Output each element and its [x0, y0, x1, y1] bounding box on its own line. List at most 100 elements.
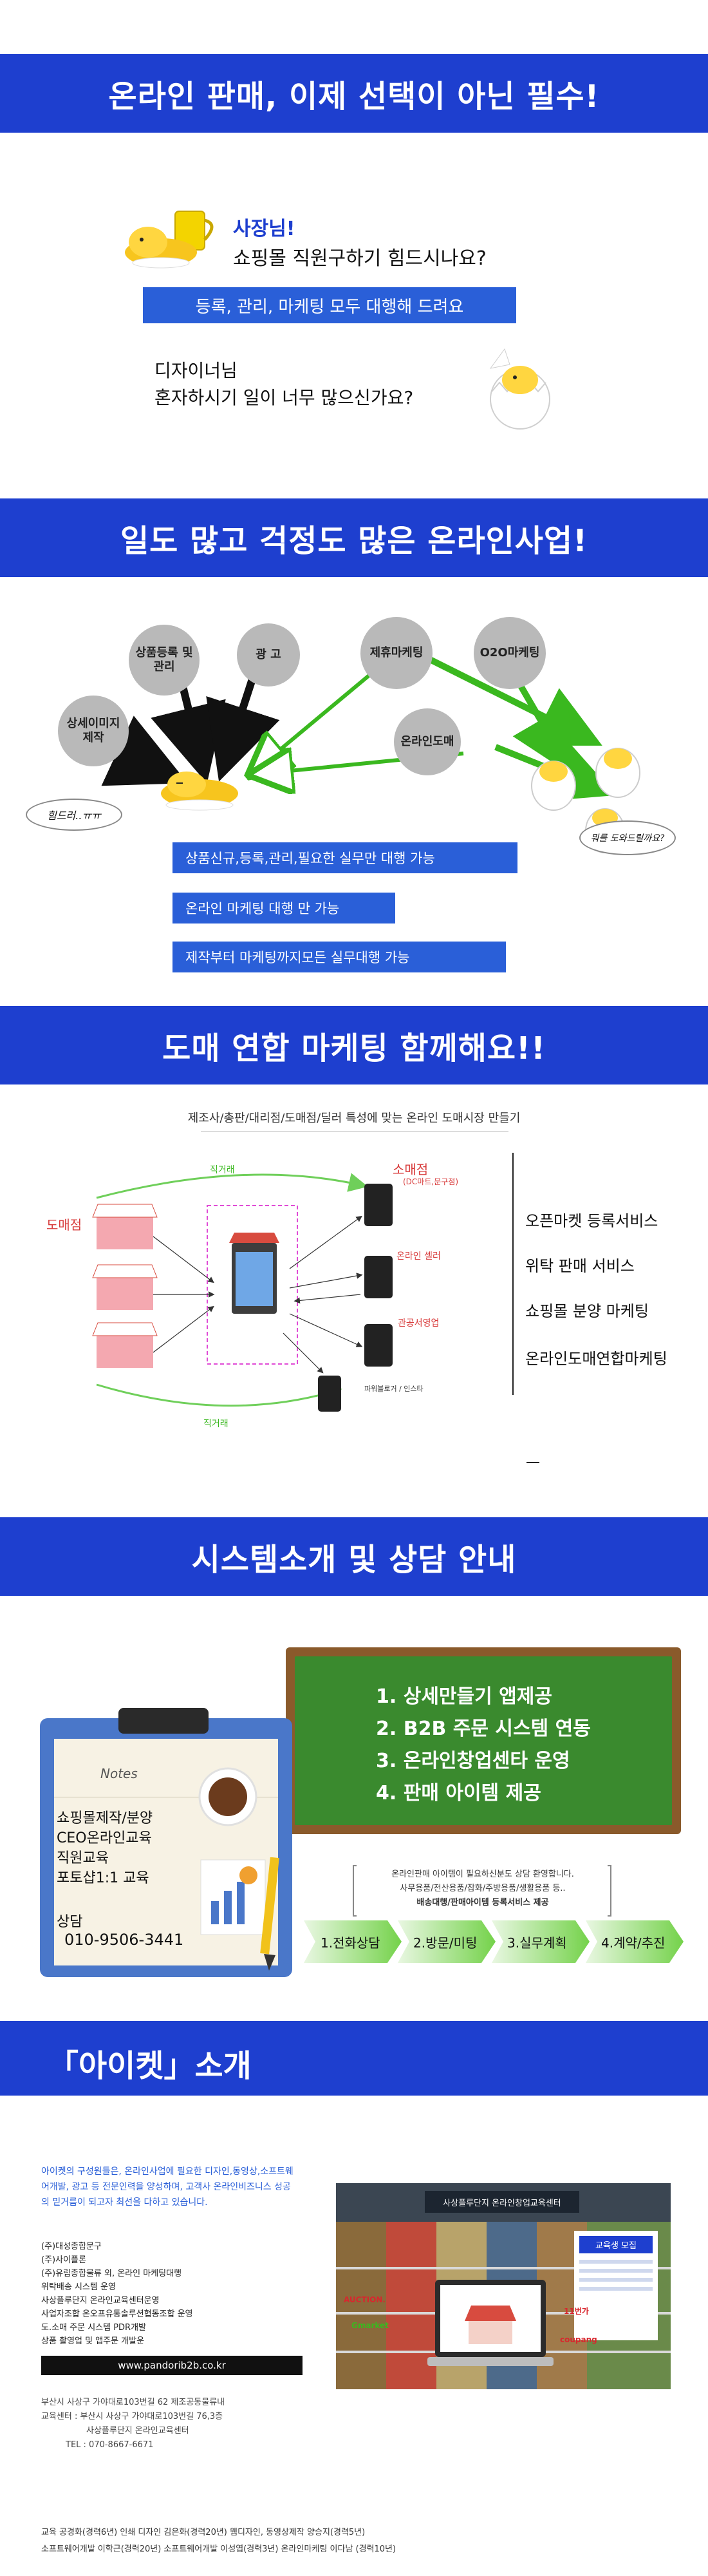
banner-wholesale-marketing: 도매 연합 마케팅 함께해요!! — [0, 1006, 708, 1084]
note-line-4: 포토샵1:1 교육 — [57, 1870, 149, 1886]
label-power-blogger: 파워블로거 / 인스타 — [364, 1385, 424, 1393]
label-online-seller: 온라인 셀러 — [396, 1251, 441, 1262]
label-direct-bottom: 직거래 — [203, 1419, 228, 1429]
icat-intro-text: 아이켓의 구성원들은, 온라인사업에 필요한 디자인,동영상,소프트웨어개발, … — [41, 2166, 293, 2208]
address-line-3: 사상플루단지 온라인교육센터 — [86, 2426, 189, 2436]
service-pill: 등록, 관리, 마케팅 모두 대행해 드려요 — [143, 287, 516, 323]
info-bracket-left — [353, 1865, 357, 1917]
staff-line-1: 교육 공경화(경력6년) 인쇄 디자인 김은화(경력20년) 웹디자인, 동영상… — [41, 2528, 366, 2537]
chart-paper-icon — [200, 1859, 266, 1935]
photo-sign: 사상플루단지 온라인창업교육센터 — [425, 2191, 579, 2213]
designer-line-1: 디자이너님 — [154, 360, 238, 381]
wholesale-subtitle: 제조사/총판/대리점/도매점/딜러 특성에 맞는 온라인 도매시장 만들기 — [187, 1112, 521, 1125]
chalkboard: 1. 상세만들기 앱제공 2. B2B 주문 시스템 연동 3. 온라인창업센타… — [286, 1647, 681, 1834]
note-line-1: 쇼핑몰제작/분양 — [57, 1810, 153, 1826]
label-wholesaler: 도매점 — [46, 1217, 82, 1233]
banner-title: 도매 연합 마케팅 함께해요!! — [162, 1030, 546, 1066]
process-steps: 1.전화상담 2.방문/미팅 3.실무계획 4.계약/추진 — [304, 1920, 684, 1963]
subtitle-underline — [201, 1131, 508, 1132]
services-dash — [526, 1462, 539, 1463]
board-item-1: 1. 상세만들기 앱제공 — [376, 1685, 552, 1708]
option-pill-2: 온라인 마케팅 대행 만 가능 — [172, 893, 395, 923]
info-bracket-right — [608, 1865, 611, 1917]
address-line-2: 교육센터 : 부산시 사상구 가야대로103번길 76,3층 — [41, 2412, 223, 2421]
education-center-photo: 사상플루단지 온라인창업교육센터 교육생 모집 — [336, 2183, 671, 2389]
circle-online-wholesale: 온라인도매 — [394, 708, 461, 775]
banner-title: 온라인 판매, 이제 선택이 아닌 필수! — [108, 79, 600, 115]
service-item-1: 오픈마켓 등록서비스 — [525, 1212, 658, 1230]
org-item: (주)유림종합물류 외, 온라인 마케팅대행 — [41, 2269, 182, 2278]
staff-line-2: 소프트웨어개발 이학근(경력20년) 소프트웨어개발 이성엽(경력3년) 온라인… — [41, 2544, 396, 2554]
laptop-illustration — [427, 2280, 554, 2366]
board-item-3: 3. 온라인창업센타 운영 — [376, 1750, 570, 1772]
address-tel: TEL : 070-8667-6671 — [66, 2440, 154, 2450]
greet-title: 사장님! — [233, 218, 295, 240]
banner-online-business: 일도 많고 걱정도 많은 온라인사업! — [0, 498, 708, 577]
staff-list: 교육 공경화(경력6년) 인쇄 디자인 김은화(경력20년) 웹디자인, 동영상… — [41, 2524, 396, 2558]
speech-bubble-left: 힘드러..ㅠㅠ — [26, 799, 122, 831]
option-pill-1: 상품신규,등록,관리,필요한 실무만 대행 가능 — [172, 842, 517, 873]
org-item: (주)사이플론 — [41, 2255, 86, 2265]
logo-gmarket: Gmarket — [351, 2321, 389, 2330]
circle-product-registration: 상품등록 및 관리 — [129, 625, 200, 696]
note-line-3: 직원교육 — [57, 1850, 109, 1866]
logo-auction: AUCTION. — [344, 2295, 386, 2304]
org-list: (주)대성종합문구 (주)사이플론 (주)유림종합물류 외, 온라인 마케팅대행… — [41, 2240, 193, 2348]
address-line-1: 부산시 사상구 가야대로103번길 62 제조공동물류내 — [41, 2398, 225, 2407]
service-item-3: 쇼핑몰 분양 마케팅 — [525, 1302, 649, 1320]
org-item: 상품 촬영업 및 앱주문 개발운 — [41, 2336, 145, 2346]
coffee-cup-icon — [198, 1767, 257, 1826]
duck-egg-illustration — [489, 348, 550, 430]
tired-duck-illustration — [161, 772, 238, 811]
pencil-icon — [260, 1857, 279, 1971]
step-1: 1.전화상담 — [321, 1935, 380, 1951]
step-3: 3.실무계획 — [507, 1935, 567, 1951]
circle-advertising: 광 고 — [237, 623, 300, 687]
service-item-2: 위탁 판매 서비스 — [525, 1257, 635, 1275]
board-item-4: 4. 판매 아이템 제공 — [376, 1782, 541, 1804]
logo-coupang: coupang — [560, 2335, 597, 2344]
label-direct-top: 직거래 — [210, 1165, 235, 1175]
address-block: 부산시 사상구 가야대로103번길 62 제조공동물류내 교육센터 : 부산시 … — [41, 2396, 225, 2452]
clipboard-clip — [118, 1708, 209, 1734]
banner-title: 시스템소개 및 상담 안내 — [191, 1542, 517, 1578]
banner-icat-intro: 「아이켓」소개 — [0, 2021, 708, 2096]
circle-detail-image: 상세이미지 제작 — [58, 696, 129, 766]
wholesale-network-diagram — [92, 1173, 393, 1412]
process-arrows — [304, 1920, 684, 1963]
info-line-2: 사무용품/전산용품/잡화/주방용품/생활용품 등.. — [400, 1884, 566, 1893]
website-url[interactable]: www.pandorib2b.co.kr — [118, 2360, 226, 2371]
board-item-2: 2. B2B 주문 시스템 연동 — [376, 1718, 591, 1740]
org-item: 사상플루단지 온라인교육센터운영 — [41, 2296, 160, 2306]
note-lines: 쇼핑몰제작/분양 CEO온라인교육 직원교육 포토샵1:1 교육 — [57, 1808, 153, 1888]
info-text: 온라인판매 아이템이 필요하신분도 상담 환영합니다. 사무용품/전산용품/잡화… — [360, 1868, 605, 1910]
logo-11st: 11번가 — [564, 2307, 589, 2316]
label-public-sales: 관공서영업 — [398, 1318, 440, 1329]
org-item: (주)대성종합문구 — [41, 2242, 102, 2251]
step-2: 2.방문/미팅 — [413, 1935, 478, 1951]
note-line-2: CEO온라인교육 — [57, 1830, 152, 1846]
poster-title: 교육생 모집 — [579, 2236, 653, 2253]
info-line-3: 배송대행/판매아이템 등록서비스 제공 — [416, 1898, 549, 1908]
option-pill-3: 제작부터 마케팅까지모든 실무대행 가능 — [172, 942, 506, 972]
speech-bubble-right: 뭐를 도와드릴까요? — [579, 820, 676, 855]
circle-o2o-marketing: O2O마케팅 — [474, 617, 546, 689]
org-item: 도.소매 주문 시스템 PDR개발 — [41, 2323, 147, 2333]
banner-title: 일도 많고 걱정도 많은 온라인사업! — [120, 523, 588, 559]
note-title: Notes — [100, 1766, 138, 1781]
step-4: 4.계약/추진 — [601, 1935, 666, 1951]
org-item: 위탁배송 시스템 운영 — [41, 2282, 116, 2292]
service-item-4: 온라인도매연합마케팅 — [525, 1350, 667, 1368]
banner-title: 「아이켓」소개 — [48, 2048, 252, 2084]
circle-affiliate-marketing: 제휴마케팅 — [360, 617, 433, 689]
duck-cup-illustration — [125, 211, 214, 269]
services-divider — [512, 1153, 514, 1395]
banner-online-sales: 온라인 판매, 이제 선택이 아닌 필수! — [0, 54, 708, 133]
website-url-bar[interactable]: www.pandorib2b.co.kr — [41, 2356, 303, 2375]
designer-line-2: 혼자하시기 일이 너무 많으신가요? — [154, 387, 414, 408]
org-item: 사업자조합 온오프유통솔루션협동조합 운영 — [41, 2309, 193, 2319]
label-retail-sub: (DC마트,문구점) — [403, 1177, 458, 1186]
banner-system-intro: 시스템소개 및 상담 안내 — [0, 1517, 708, 1596]
consult-phone: 010-9506-3441 — [64, 1931, 184, 1949]
info-line-1: 온라인판매 아이템이 필요하신분도 상담 환영합니다. — [391, 1870, 574, 1879]
